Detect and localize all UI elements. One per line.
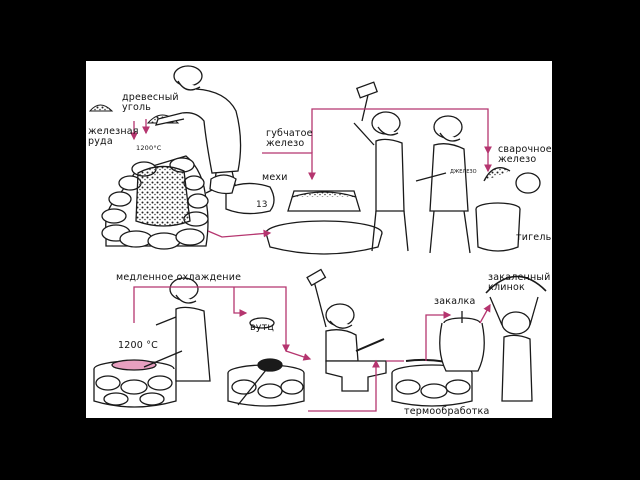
melting-furnace — [93, 359, 177, 408]
iron-tag: ДЖЕЛЕЗО — [450, 169, 477, 175]
welding-iron-lump — [515, 172, 541, 194]
illustration-panel: 13 ДЖЕЛЕЗО — [86, 61, 552, 418]
label-charcoal: древесный уголь — [122, 92, 179, 113]
label-hardened-blade: закаленный клинок — [488, 272, 551, 293]
label-quenching: закалка — [434, 296, 476, 307]
label-heat-treatment: термообработка — [404, 406, 490, 417]
label-welding-iron: сварочное железо — [498, 144, 552, 165]
label-sponge-iron: губчатое железо — [266, 128, 313, 149]
label-temperature-bottom: 1200 °С — [118, 340, 158, 351]
crucible — [475, 167, 521, 252]
worker-with-tongs — [415, 115, 471, 254]
wootz-steel-process-illustration: 13 ДЖЕЛЕЗО — [88, 65, 547, 412]
top-flow-arrows — [130, 108, 492, 238]
reheating-furnace — [227, 358, 305, 407]
bellows — [209, 174, 275, 215]
label-bellows: мехи — [262, 172, 288, 183]
smelting-furnace — [101, 155, 209, 250]
wootz-ingot — [249, 317, 275, 329]
worker-at-melting-furnace — [143, 277, 211, 382]
quenching-vessel — [439, 311, 485, 372]
label-slow-cooling: медленное охлаждение — [116, 272, 242, 283]
label-iron-ore: железная руда — [88, 126, 139, 147]
worker-raising-blade — [485, 275, 547, 402]
worker-shoveling — [155, 65, 245, 194]
anvil — [325, 338, 387, 392]
label-crucible: тигель — [516, 232, 552, 243]
label-wootz: вутц — [250, 322, 275, 333]
sack-number: 13 — [256, 200, 267, 210]
worker-hammering — [353, 81, 409, 252]
bottom-flow-arrows — [133, 286, 491, 412]
sponge-iron-basket — [265, 190, 383, 255]
label-temperature-top: 1200°С — [136, 144, 162, 152]
worker-forging — [306, 268, 359, 362]
ore-pile — [88, 104, 114, 112]
